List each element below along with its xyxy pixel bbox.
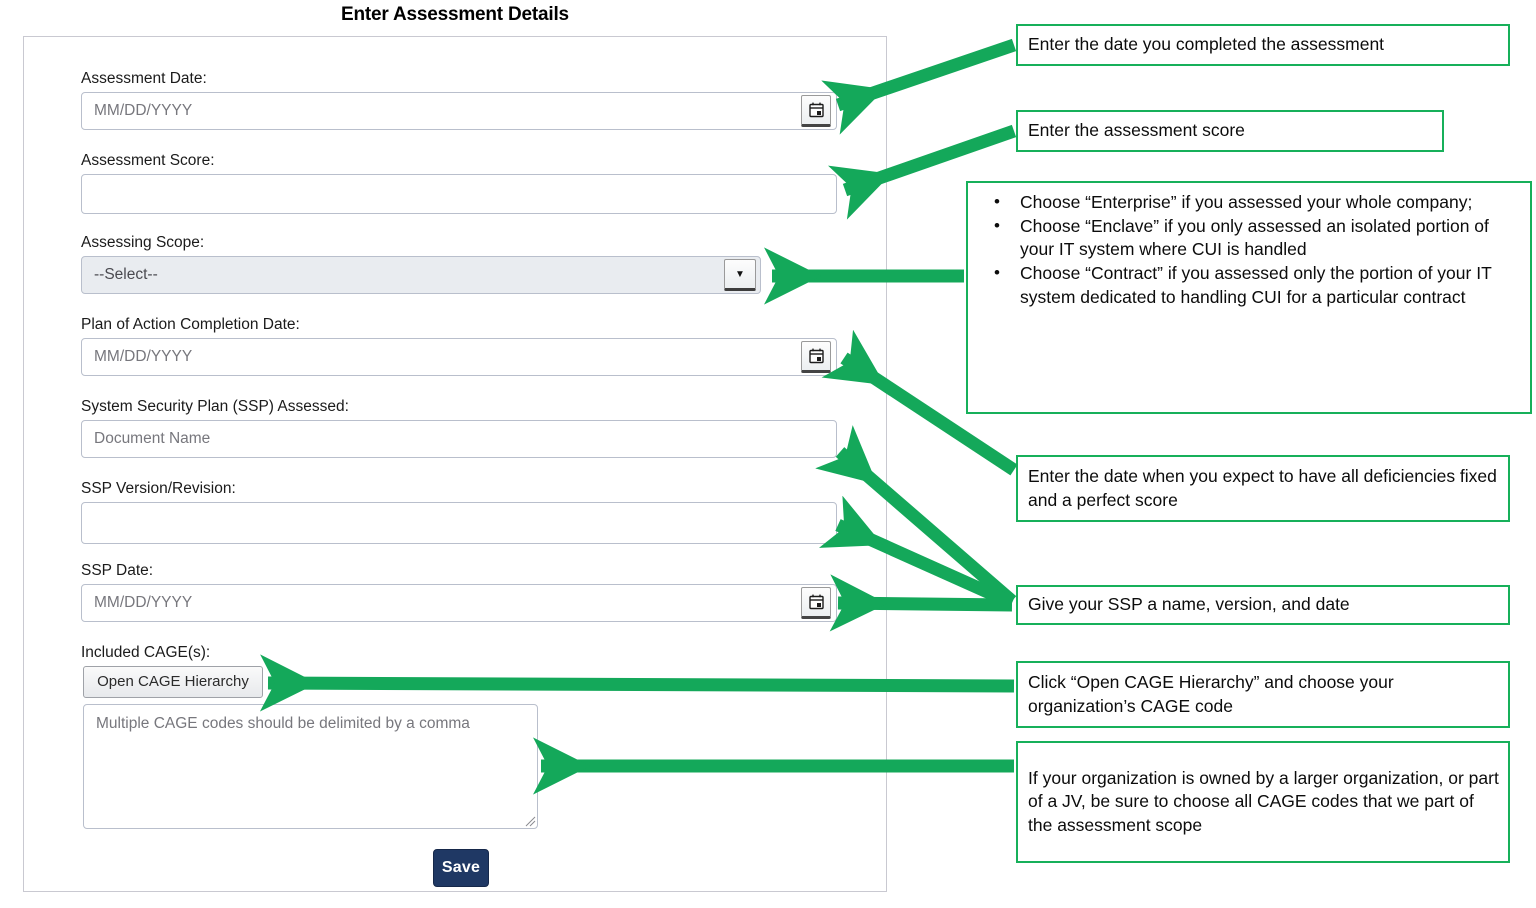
calendar-icon[interactable] — [801, 95, 831, 127]
callout-assessment-score-text: Enter the assessment score — [1028, 120, 1245, 141]
ssp-date-field[interactable]: MM/DD/YYYY — [81, 584, 837, 622]
callout-assessing-scope: • Choose “Enterprise” if you assessed yo… — [966, 181, 1532, 414]
callout-cage-codes: If your organization is owned by a large… — [1016, 741, 1510, 863]
callout-poa-date-text: Enter the date when you expect to have a… — [1028, 465, 1497, 510]
callout-poa-date: Enter the date when you expect to have a… — [1016, 455, 1510, 522]
label-ssp-assessed: System Security Plan (SSP) Assessed: — [81, 398, 349, 415]
calendar-icon[interactable] — [801, 341, 831, 373]
callout-cage-hierarchy-text: Click “Open CAGE Hierarchy” and choose y… — [1028, 671, 1394, 716]
callout-ssp-text: Give your SSP a name, version, and date — [1028, 594, 1350, 615]
cage-codes-textarea[interactable] — [83, 704, 538, 829]
bullet-icon: • — [994, 215, 1000, 235]
label-included-cages: Included CAGE(s): — [81, 644, 211, 661]
callout-bullet-item: • Choose “Enclave” if you only assessed … — [974, 215, 1522, 262]
callout-bullet-item: • Choose “Contract” if you assessed only… — [974, 262, 1522, 309]
assessment-score-input[interactable] — [81, 174, 837, 214]
callout-assessment-date-text: Enter the date you completed the assessm… — [1028, 34, 1385, 55]
assessment-date-placeholder: MM/DD/YYYY — [94, 102, 193, 119]
ssp-date-placeholder: MM/DD/YYYY — [94, 594, 193, 611]
assessing-scope-selected-value: --Select-- — [94, 266, 158, 283]
callout-bullet-text: Choose “Enterprise” if you assessed your… — [1020, 192, 1473, 212]
callout-cage-hierarchy: Click “Open CAGE Hierarchy” and choose y… — [1016, 661, 1510, 728]
callout-bullet-text: Choose “Contract” if you assessed only t… — [1020, 262, 1492, 307]
callout-cage-codes-text: If your organization is owned by a large… — [1028, 767, 1499, 835]
callout-assessment-date: Enter the date you completed the assessm… — [1016, 24, 1510, 66]
bullet-icon: • — [994, 262, 1000, 282]
callout-assessment-score: Enter the assessment score — [1016, 110, 1444, 152]
open-cage-hierarchy-button[interactable]: Open CAGE Hierarchy — [83, 666, 263, 698]
assessment-form-panel: Assessment Date: MM/DD/YYYY Assessment S… — [23, 36, 887, 892]
plan-of-action-completion-date-field[interactable]: MM/DD/YYYY — [81, 338, 837, 376]
label-assessment-date: Assessment Date: — [81, 70, 207, 87]
callout-bullet-text: Choose “Enclave” if you only assessed an… — [1020, 215, 1489, 260]
assessment-date-field[interactable]: MM/DD/YYYY — [81, 92, 837, 130]
callout-ssp: Give your SSP a name, version, and date — [1016, 585, 1510, 625]
ssp-version-revision-input[interactable] — [81, 502, 837, 544]
label-ssp-version-revision: SSP Version/Revision: — [81, 480, 236, 497]
label-assessment-score: Assessment Score: — [81, 152, 215, 169]
label-plan-of-action-completion-date: Plan of Action Completion Date: — [81, 316, 300, 333]
callout-bullet-item: • Choose “Enterprise” if you assessed yo… — [974, 191, 1522, 215]
ssp-assessed-input[interactable] — [81, 420, 837, 458]
plan-of-action-date-placeholder: MM/DD/YYYY — [94, 348, 193, 365]
page-title: Enter Assessment Details — [341, 4, 569, 25]
save-button[interactable]: Save — [433, 849, 489, 887]
assessing-scope-select[interactable]: --Select-- ▼ — [81, 256, 761, 294]
calendar-icon[interactable] — [801, 587, 831, 619]
label-ssp-date: SSP Date: — [81, 562, 154, 579]
label-assessing-scope: Assessing Scope: — [81, 234, 205, 251]
chevron-down-icon[interactable]: ▼ — [724, 259, 756, 291]
bullet-icon: • — [994, 192, 1000, 211]
